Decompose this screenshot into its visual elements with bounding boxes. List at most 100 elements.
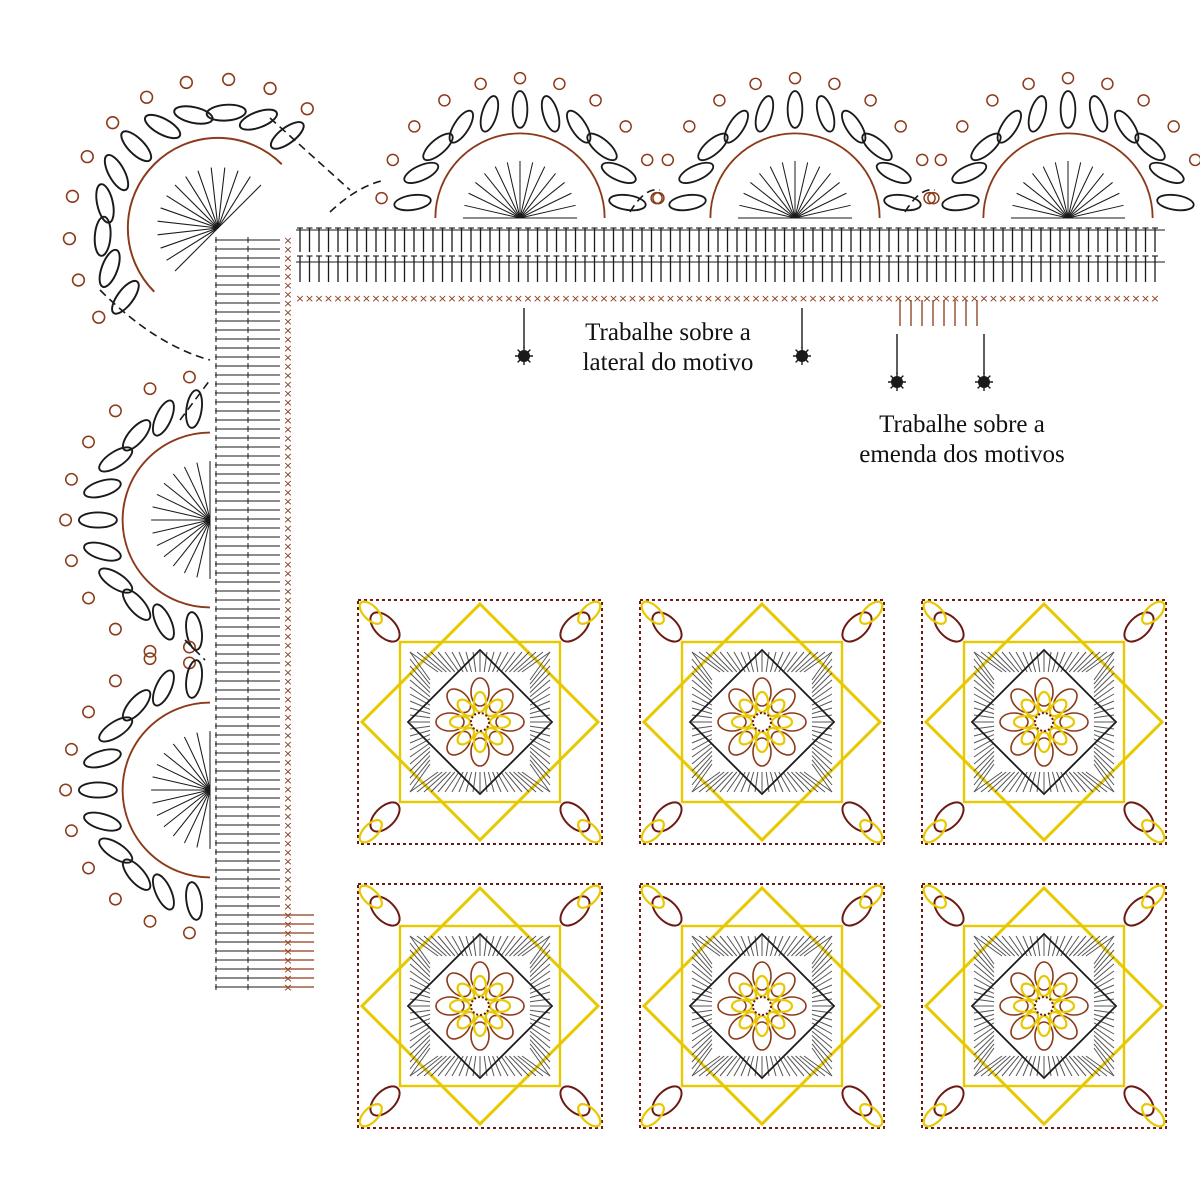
motif-stitch <box>521 651 551 673</box>
motif-stitch <box>698 1055 725 1077</box>
sc-mark: × <box>283 522 292 535</box>
motif-stitch <box>811 1047 833 1077</box>
sc-mark: × <box>409 292 418 305</box>
fan-petal <box>678 161 715 184</box>
motif-corner-petal <box>559 801 591 833</box>
motif-black-diamond <box>688 932 836 1080</box>
fan-petal <box>121 588 152 621</box>
fan-petal <box>83 478 122 499</box>
motif-stitch <box>973 1026 995 1042</box>
motif-stitch <box>1008 1055 1024 1077</box>
motif-outer-border <box>921 883 1167 1129</box>
motif-yellow-petal <box>1036 690 1052 714</box>
motif-stitch <box>691 751 713 772</box>
motif-stitch <box>458 771 468 793</box>
fan-spoke <box>185 176 219 229</box>
fan-petal <box>883 193 922 212</box>
note-work-over-motif-join: Trabalhe sobre a emenda dos motivos <box>832 410 1092 470</box>
sc-mark: × <box>283 387 292 400</box>
motif-stitch <box>1077 651 1101 673</box>
motif-stitch <box>811 949 833 973</box>
motif-stitch <box>504 771 523 793</box>
sc-mark: × <box>352 292 361 305</box>
picot <box>64 742 78 756</box>
picot <box>438 94 451 107</box>
motif-corner-petal <box>559 895 591 927</box>
fan-petal <box>841 109 867 144</box>
fan-spoke <box>519 204 576 219</box>
motif-stitch <box>1068 651 1087 673</box>
motif-corner-petal <box>1123 895 1155 927</box>
sc-mark: × <box>283 828 292 841</box>
motif-stitch <box>1022 935 1032 957</box>
sc-mark: × <box>283 612 292 625</box>
motif-stitch <box>529 665 551 689</box>
motif-stitch <box>712 935 733 957</box>
motif-stitch <box>1056 1055 1066 1077</box>
picot <box>108 674 122 688</box>
picot <box>1022 77 1035 91</box>
motif-stitch <box>492 1055 502 1077</box>
sc-mark: × <box>609 292 618 305</box>
sc-mark: × <box>305 292 314 305</box>
motif-stitch <box>1077 771 1101 793</box>
motif-stitch <box>1081 935 1108 957</box>
sc-mark: × <box>533 292 542 305</box>
fan-petal <box>1148 161 1185 184</box>
motif-corner-yellow <box>358 884 383 909</box>
motif-stitch <box>1093 1043 1115 1070</box>
motif-stitch <box>973 1043 995 1070</box>
motif-corner-petal <box>369 801 401 833</box>
fan-petal <box>668 193 707 212</box>
sc-mark: × <box>723 292 732 305</box>
motif-stitch <box>1081 771 1108 793</box>
motif-stitch <box>811 1043 833 1070</box>
picot <box>1167 120 1180 133</box>
motif-yellow-petal <box>488 998 512 1014</box>
sc-mark: × <box>283 630 292 643</box>
motif-stitch <box>791 651 812 673</box>
sc-mark: × <box>438 292 447 305</box>
sc-mark: × <box>283 477 292 490</box>
square-motif <box>921 883 1167 1129</box>
motif-corner-yellow <box>922 600 947 625</box>
picot <box>179 75 194 90</box>
motif-stitch <box>409 949 431 973</box>
motif-outer-border <box>357 599 603 845</box>
motif-stitch <box>517 935 544 957</box>
motif-stitch <box>973 942 995 969</box>
motif-center-ring <box>1034 712 1054 732</box>
sc-mark: × <box>495 292 504 305</box>
motif-corner-yellow <box>859 819 884 844</box>
motif-stitch <box>795 651 819 673</box>
motif-yellow-petal <box>770 714 794 730</box>
motif-stitch <box>973 686 995 702</box>
picot <box>143 644 157 658</box>
fan-petal <box>861 132 893 162</box>
fan-motif <box>375 71 665 219</box>
fan-spoke <box>1023 182 1069 219</box>
motif-stitch <box>416 771 443 793</box>
motif-stitch <box>691 672 713 693</box>
sc-mark: × <box>362 292 371 305</box>
motif-brown-petal <box>488 972 514 998</box>
sc-mark: × <box>1141 292 1150 305</box>
sc-mark: × <box>523 292 532 305</box>
sc-mark: × <box>283 369 292 382</box>
sc-mark: × <box>989 292 998 305</box>
note-side-line-2: lateral do motivo <box>582 349 754 376</box>
motif-stitch <box>782 651 798 673</box>
motif-stitch <box>980 1055 1007 1077</box>
fan-petal <box>121 858 152 891</box>
fan-petal <box>403 161 440 184</box>
motif-stitch <box>1064 935 1080 957</box>
sc-mark: × <box>283 441 292 454</box>
motif-corner-petal <box>1123 801 1155 833</box>
motif-stitch <box>430 935 451 957</box>
fan-spoke <box>157 227 219 236</box>
sc-mark: × <box>283 279 292 292</box>
motif-yellow-petal <box>1052 714 1076 730</box>
motif-stitch <box>513 935 537 957</box>
motif-yellow-petal <box>730 714 754 730</box>
fan-motif <box>59 370 211 670</box>
